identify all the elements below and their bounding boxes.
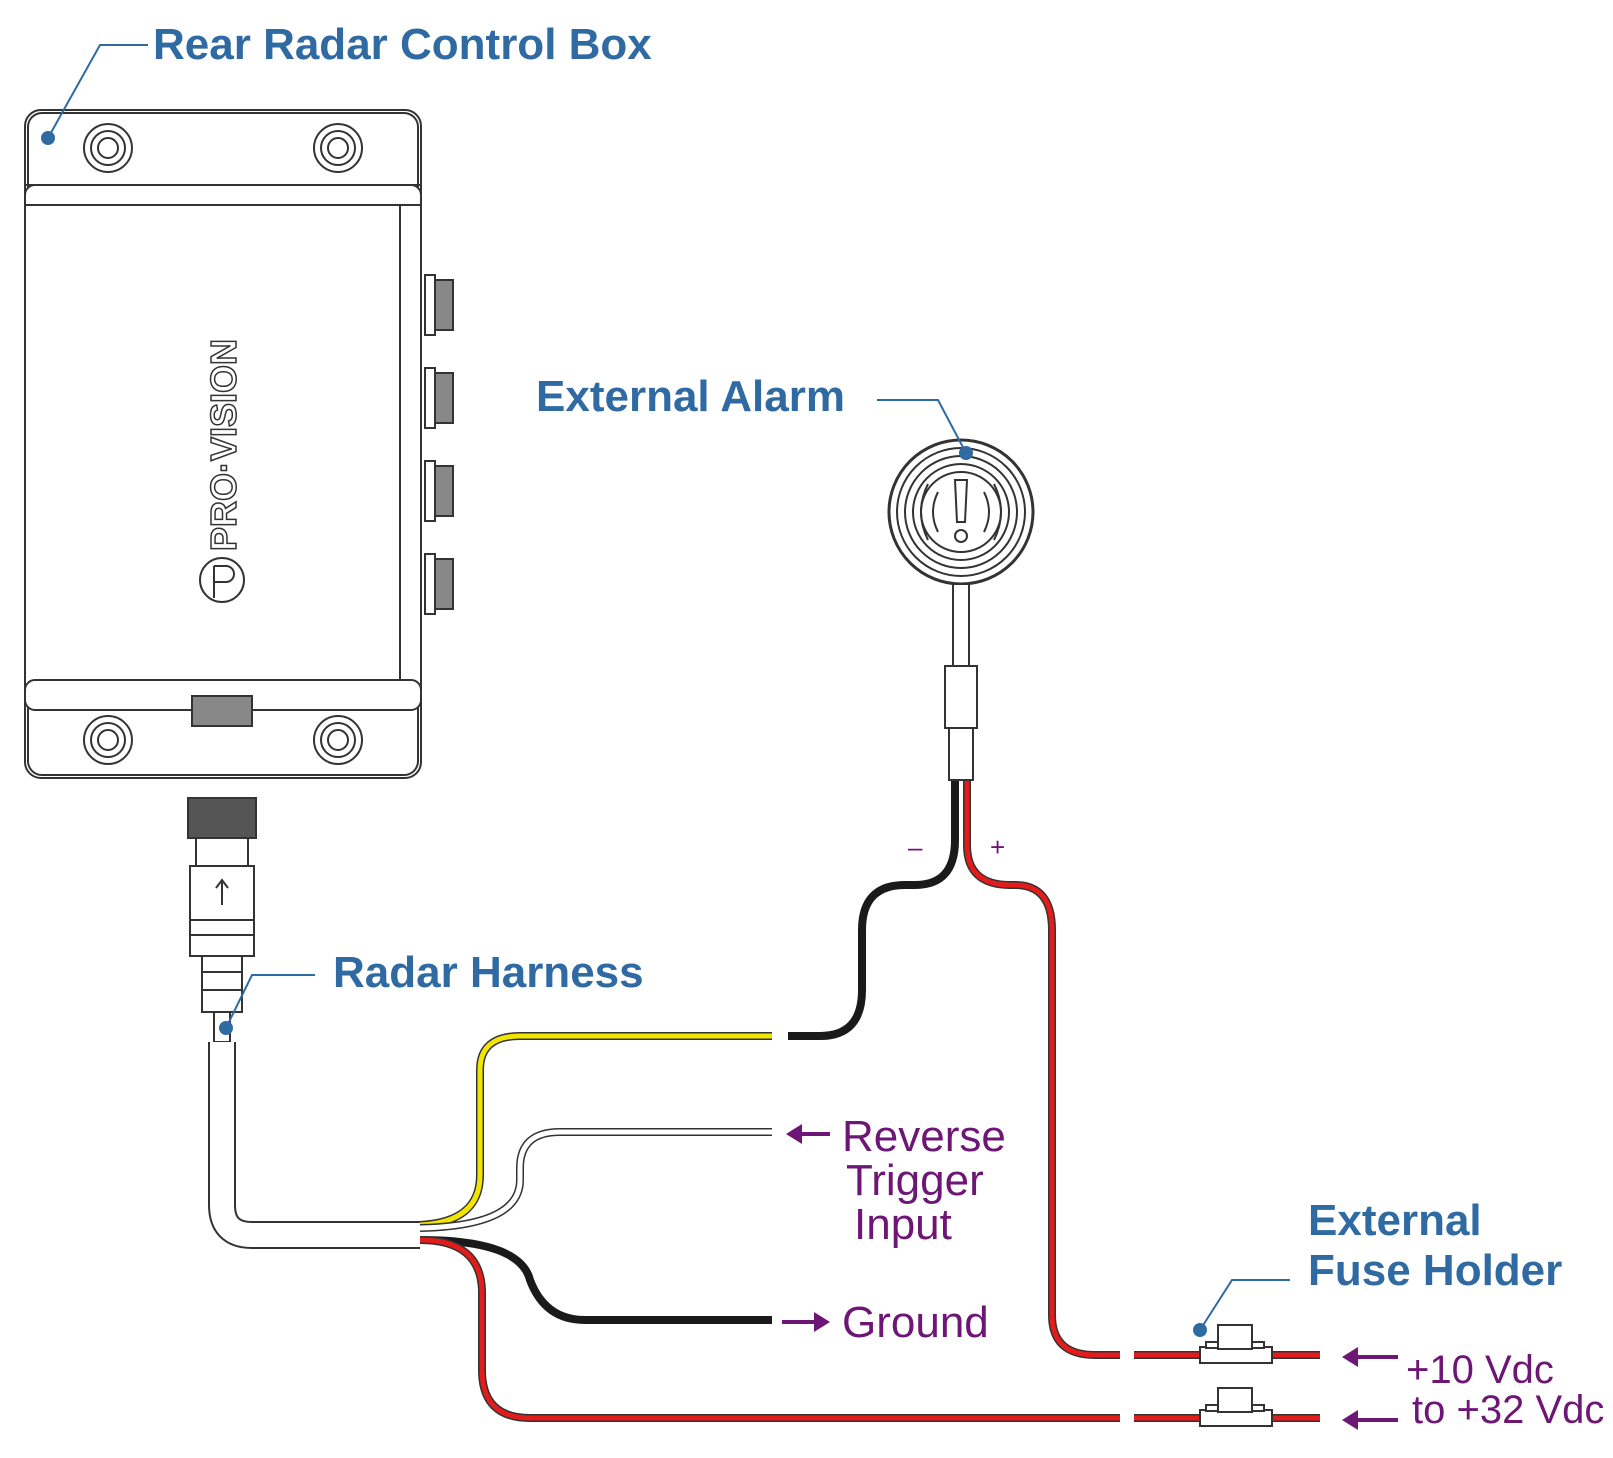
harness-connector bbox=[187, 797, 257, 1043]
provision-logo: PRO·VISION bbox=[202, 338, 245, 552]
fuse-holder-icon bbox=[1199, 1324, 1273, 1364]
wire-black-alarm bbox=[788, 780, 959, 1040]
fuse-holder-label-2: Fuse Holder bbox=[1308, 1246, 1563, 1295]
leader-control-box bbox=[47, 44, 148, 139]
control-box bbox=[24, 109, 454, 779]
leader-alarm bbox=[877, 399, 967, 454]
leader-dot bbox=[41, 131, 55, 145]
voltage-label-1: +10 Vdc bbox=[1406, 1348, 1554, 1392]
reverse-trigger-label-1: Reverse bbox=[842, 1112, 1006, 1161]
wire-red-alarm bbox=[963, 780, 1120, 1359]
alarm-speaker bbox=[887, 438, 1035, 781]
voltage-label-2: to +32 Vdc bbox=[1412, 1388, 1605, 1432]
reverse-trigger-label-2: Trigger bbox=[846, 1156, 984, 1205]
control-box-label: Rear Radar Control Box bbox=[153, 20, 652, 69]
arrow-left-icon bbox=[1342, 1410, 1398, 1430]
harness-jacket bbox=[208, 1042, 420, 1249]
logo-text: PRO·VISION bbox=[203, 339, 244, 551]
plus-label: + bbox=[990, 832, 1006, 862]
leader-dot bbox=[219, 1021, 233, 1035]
wire-white bbox=[419, 1128, 772, 1232]
arrow-right-icon bbox=[782, 1312, 830, 1332]
arrow-left-icon bbox=[1342, 1347, 1398, 1367]
side-connector-icon bbox=[424, 367, 454, 429]
leader-dot bbox=[1193, 1323, 1207, 1337]
bolt-icon bbox=[313, 123, 363, 173]
leader-dot bbox=[959, 446, 973, 460]
radar-harness-label: Radar Harness bbox=[333, 948, 644, 997]
side-connector-icon bbox=[424, 460, 454, 522]
wire-black-ground bbox=[419, 1236, 772, 1324]
leader-fuse bbox=[1199, 1279, 1290, 1331]
fuse-holder-icon bbox=[1199, 1387, 1273, 1427]
bolt-icon bbox=[83, 123, 133, 173]
bolt-icon bbox=[83, 715, 133, 765]
arrow-left-icon bbox=[786, 1124, 830, 1144]
side-connector-icon bbox=[424, 553, 454, 615]
leader-harness bbox=[225, 974, 315, 1029]
bolt-icon bbox=[313, 715, 363, 765]
logo-p-icon bbox=[199, 557, 245, 603]
fuse-holder-label-1: External bbox=[1308, 1196, 1482, 1245]
side-connector-icon bbox=[424, 274, 454, 336]
external-alarm-label: External Alarm bbox=[536, 372, 845, 421]
ground-label: Ground bbox=[842, 1298, 989, 1347]
reverse-trigger-label-3: Input bbox=[854, 1200, 952, 1249]
minus-label: – bbox=[908, 832, 923, 862]
